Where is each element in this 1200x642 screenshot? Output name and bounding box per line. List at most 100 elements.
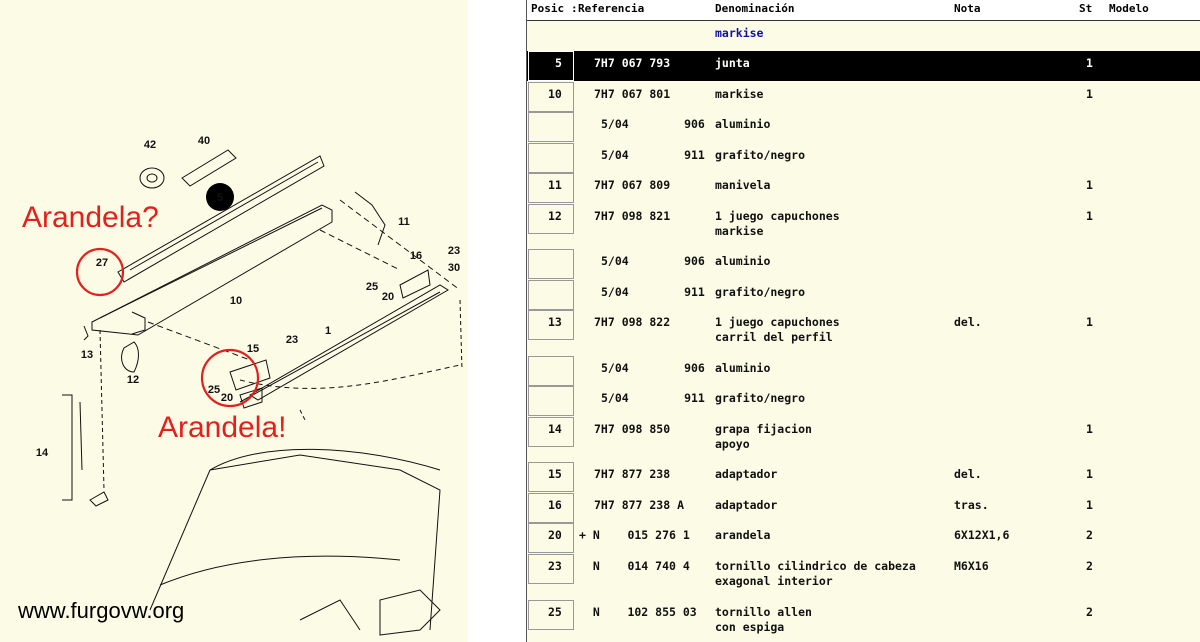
callout-number: 25: [366, 281, 378, 293]
col-nota[interactable]: Nota: [954, 2, 981, 15]
cell-pos: 25: [548, 605, 562, 619]
cell-st: 1: [1086, 87, 1093, 101]
cell-den2: markise: [715, 224, 764, 238]
cell-den2: exagonal interior: [715, 574, 833, 588]
cell-st: 1: [1086, 56, 1093, 70]
cell-den: markise: [715, 87, 764, 101]
panel-gap: [468, 0, 526, 642]
callout-number: 25: [208, 384, 220, 396]
cell-ref: 5/04 911: [601, 285, 705, 299]
cell-den: adaptador: [715, 467, 778, 481]
cell-nota: M6X16: [954, 559, 989, 573]
cell-pos: 15: [548, 467, 562, 481]
selected-callout-badge: [206, 183, 234, 211]
cell-st: 2: [1086, 559, 1093, 573]
callout-number: 23: [448, 245, 460, 257]
parts-table: Posic : Referencia Denominación Nota St …: [527, 0, 1200, 642]
callout-number: 13: [81, 349, 93, 361]
annotation-confirm: Arandela!: [158, 411, 287, 444]
annotation-question: Arandela?: [22, 201, 159, 234]
col-modelo[interactable]: Modelo: [1109, 2, 1149, 15]
cell-st: 1: [1086, 498, 1093, 512]
callout-number: 20: [382, 291, 394, 303]
cell-den: grafito/negro: [715, 285, 806, 299]
awning-body: [91, 204, 333, 336]
table-row[interactable]: markise: [527, 21, 1200, 51]
pos-cell: [528, 600, 574, 630]
tube: [181, 149, 237, 187]
cell-ref: 5/04 911: [601, 148, 705, 162]
pos-cell: [528, 51, 574, 81]
cell-ref: N 014 740 4: [579, 559, 690, 573]
cell-den2: carril del perfil: [715, 330, 833, 344]
pos-cell: [528, 462, 574, 492]
callout-number: 23: [286, 334, 298, 346]
col-referencia[interactable]: Referencia: [578, 2, 645, 15]
pos-cell: [528, 143, 574, 173]
cell-den: aluminio: [715, 254, 771, 268]
rail: [249, 284, 449, 401]
callout-number: 1: [325, 325, 331, 337]
cell-ref: 7H7 877 238: [594, 467, 671, 481]
table-row[interactable]: 5/04 906 aluminio: [527, 112, 1200, 142]
pos-cell: [528, 249, 574, 279]
cell-den: adaptador: [715, 498, 778, 512]
cell-pos: 13: [548, 315, 562, 329]
cell-ref: 7H7 067 801: [594, 87, 671, 101]
cell-pos: 11: [548, 178, 562, 192]
pos-cell: [528, 82, 574, 112]
table-header: Posic : Referencia Denominación Nota St …: [527, 0, 1200, 21]
col-denominacion[interactable]: Denominación: [715, 2, 795, 15]
cell-ref: 5/04 906: [601, 361, 705, 375]
cell-ref: 5/04 906: [601, 117, 705, 131]
pos-cell: [528, 493, 574, 523]
col-st[interactable]: St: [1079, 2, 1093, 15]
col-posic[interactable]: Posic: [531, 2, 565, 15]
cell-ref: 7H7 098 822: [594, 315, 671, 329]
cell-den: junta: [715, 56, 750, 70]
cell-den: aluminio: [715, 117, 771, 131]
cell-den: grapa fijacion: [715, 422, 812, 436]
cell-ref: 7H7 067 793: [594, 56, 671, 70]
callout-number: 15: [247, 343, 259, 355]
cell-nota: del.: [954, 315, 982, 329]
pos-cell: [528, 554, 574, 584]
table-row[interactable]: 10 7H7 067 801 markise 1: [527, 82, 1200, 112]
cell-ref: N 102 855 03: [579, 605, 697, 619]
van-roof: [209, 448, 441, 471]
callout-number: 11: [398, 216, 410, 228]
cell-den: tornillo allen: [715, 605, 812, 619]
callout-number: 42: [144, 139, 156, 151]
cell-den: manivela: [715, 178, 771, 192]
cell-ref: 7H7 067 809: [594, 178, 671, 192]
callout-number: 27: [96, 257, 108, 269]
pos-cell: [528, 417, 574, 447]
pos-cell: [528, 523, 574, 553]
callout-number: 10: [230, 295, 242, 307]
highlight-circle-27: [75, 247, 125, 297]
cell-ref: 5/04 906: [601, 254, 705, 268]
cell-den: grafito/negro: [715, 391, 806, 405]
cell-pos: 10: [548, 87, 562, 101]
table-row[interactable]: 5/04 906 aluminio: [527, 249, 1200, 279]
cell-st: 2: [1086, 528, 1093, 542]
table-row[interactable]: 5/04 911 grafito/negro: [527, 280, 1200, 310]
callout-number: 5: [217, 192, 223, 204]
cell-st: 2: [1086, 605, 1093, 619]
end-cap: [121, 341, 139, 373]
